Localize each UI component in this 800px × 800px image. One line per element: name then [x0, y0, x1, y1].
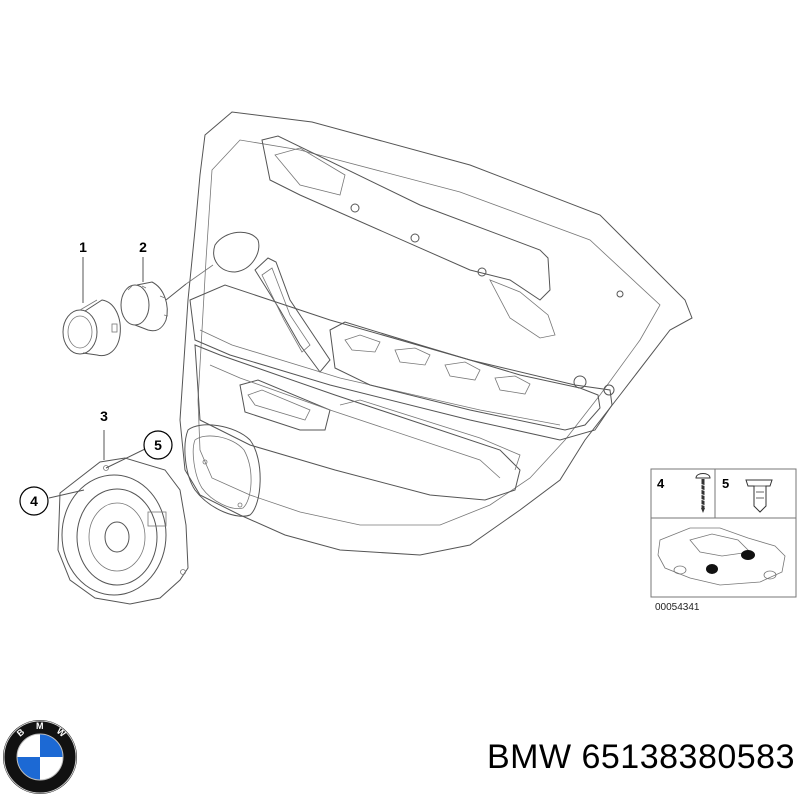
svg-text:2: 2: [139, 239, 147, 255]
callout-3: 3: [100, 408, 108, 424]
callout-5-circled: 5: [143, 430, 173, 460]
car-location-icon: [657, 527, 786, 586]
reference-code: 00054341: [655, 602, 700, 613]
legend-item-5: 5: [722, 476, 729, 491]
svg-text:B: B: [15, 726, 27, 738]
bmw-roundel-icon: B M W: [3, 720, 77, 794]
legend-box: 4 5 00054341: [650, 468, 797, 613]
door-panel-illustration: [179, 111, 693, 556]
svg-text:5: 5: [154, 437, 162, 453]
callout-4-circled: 4: [19, 486, 49, 516]
brand-name: BMW: [486, 738, 572, 776]
screw-icon: [695, 473, 711, 513]
callout-1: 1: [79, 239, 87, 255]
part-number: 65138380583: [581, 738, 795, 776]
legend-item-4: 4: [657, 476, 665, 491]
svg-text:1: 1: [79, 239, 87, 255]
clip-nut-icon: [745, 479, 773, 513]
part-number-label: BMW 65138380583: [410, 738, 795, 777]
svg-text:3: 3: [100, 408, 108, 424]
svg-text:M: M: [36, 721, 44, 731]
svg-text:4: 4: [30, 493, 38, 509]
part-2-retaining-ring: [120, 257, 214, 332]
part-1-speaker-cover: [62, 257, 121, 357]
callout-2: 2: [139, 239, 147, 255]
part-3-loudspeaker: [48, 430, 189, 605]
